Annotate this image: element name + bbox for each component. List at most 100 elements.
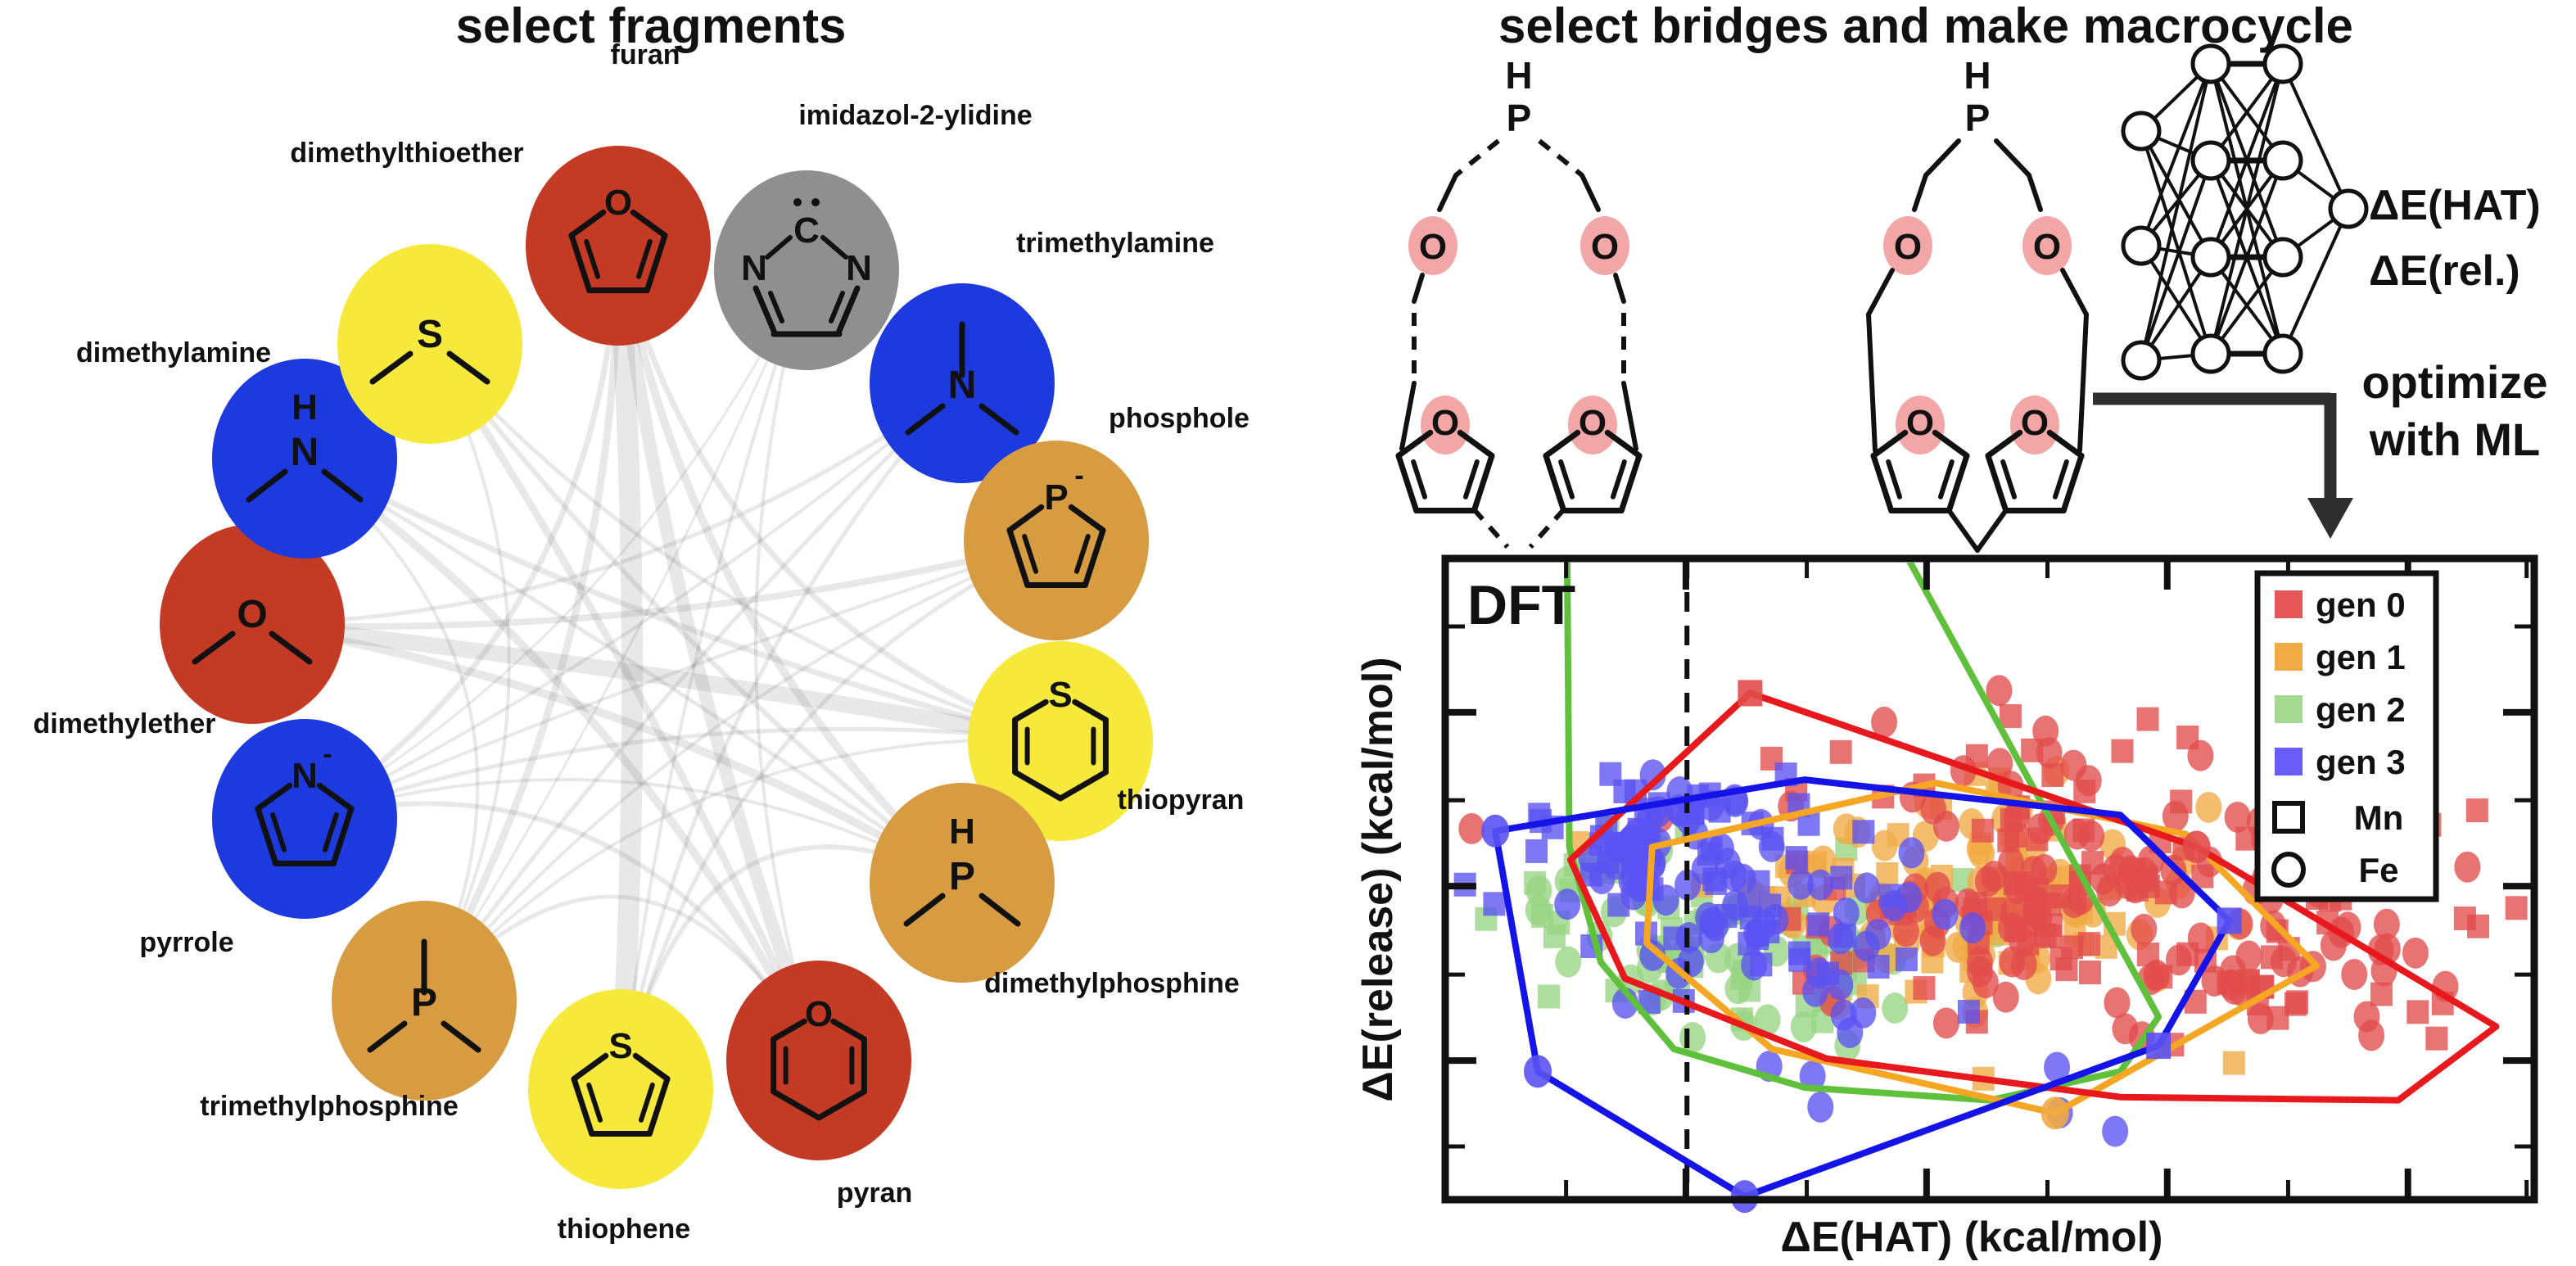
nn-node [2328,188,2369,229]
chord-edge [428,342,1061,744]
convex-hull-gen-1 [1643,780,2320,1117]
structure-bond [1579,173,1601,212]
ring-bond [632,1052,671,1082]
fragment-circle [726,961,911,1160]
structure-bond [1912,173,1928,212]
ring-bond [330,806,355,866]
scatter-point-fe [1882,992,1909,1024]
hull-vertex-marker [2182,830,2211,864]
scatter-point-fe [1555,946,1582,978]
charge-label: - [323,739,332,770]
structure-bond [1975,508,2009,553]
ring-bond [568,209,607,238]
scatter-point-mn [1807,912,1830,937]
chord-edge [422,382,964,1002]
optimize-label-line2: with ML [2369,414,2540,465]
bond [446,350,490,385]
legend-swatch [2275,695,2303,723]
ring-bond [2060,453,2085,513]
fragment-circle [337,244,522,444]
fragment-circle [964,441,1149,640]
ring-bond [1006,527,1031,588]
scatter-point-fe [1986,748,2013,780]
legend-label: Mn [2354,798,2404,837]
fragment-node-phosphole: P-phosphole [964,403,1250,640]
nn-node [2121,340,2162,381]
ring-double-bond [638,1082,655,1123]
scatter-point-fe [2131,913,2158,945]
scatter-point-fe [2341,958,2368,990]
scatter-point-fe [2063,818,2090,850]
nn-connection [2209,63,2285,258]
fragment-circle [528,989,713,1189]
scatter-point-mn [2425,1026,2448,1051]
ring-atom-label: O [1431,403,1459,443]
nn-node [2262,333,2303,374]
ring-double-bond [270,812,287,852]
scatter-point-mn [1999,703,2022,728]
scatter-point-fe [1652,884,1679,916]
scatter-point-fe [1677,946,1704,978]
scatter-point-mn [2150,965,2173,989]
legend-marker-mn [2272,801,2305,834]
scatter-point-mn [1913,976,1936,1001]
ring-bond [630,209,668,238]
scatter-point-mn [1708,798,1731,823]
scatter-point-mn [2237,969,2260,993]
chord-edges [251,244,1062,1090]
oxygen-highlight [2022,216,2072,275]
oxygen-highlight [1408,216,1457,275]
ring-bond [1985,453,2009,513]
oxygen-highlight [2010,396,2059,454]
ring-bond [1543,429,1581,459]
ring-double-bond [1886,459,1903,500]
structure-bond [1528,508,1566,549]
ring-bond [1543,453,1567,513]
chord-edge [423,269,808,1001]
chord-edge [303,455,1061,744]
bond [903,893,946,927]
scatter-point-fe [2009,925,2036,957]
ether-atom-label: O [237,593,267,636]
scatter-point-fe [1827,923,1854,955]
scatter-point-fe [1974,866,2001,898]
double-bond-tick [768,291,784,323]
bond [321,468,364,503]
ring-double-bond [1937,459,1955,500]
carbene-nitrogen-label: N [846,248,872,288]
scatter-point-fe [1807,1091,1834,1123]
ring-bond [1082,527,1106,588]
hydrogen-label: H [949,812,975,852]
scatter-point-mn [1829,739,1852,764]
ring-bond [771,1088,822,1121]
fragment-label: pyrrole [139,927,233,958]
lone-pair-dot [811,198,820,206]
scatter-point-fe [1807,869,1834,901]
nn-node [2190,43,2231,84]
plot-border [1441,554,2538,1204]
chord-edge [754,269,820,1061]
hull-vertex-marker [1481,814,1510,848]
nn-node [2121,111,2162,151]
ring-double-bond [635,238,653,279]
chord-edge [251,381,964,626]
scatter-point-fe [2020,856,2047,888]
scatter-point-fe [1932,1007,1959,1039]
scatter-point-mn [1817,961,1840,986]
scatter-point-fe [1790,1011,1817,1042]
scatter-point-mn [1663,926,1686,951]
structure-atom-label: H [1505,54,1532,97]
structure-bond [1866,268,1895,317]
legend-box [2254,570,2439,902]
macrocycle-structures: HPOOOOCH2HPOOOO [1395,54,2089,653]
chord-edge [615,245,1062,744]
chord-edge [251,620,965,887]
ring-atom-label: O [604,183,632,223]
ring-double-bond [1610,459,1627,500]
scatter-point-mn [2266,1006,2289,1030]
ring-bond [1604,429,1643,459]
